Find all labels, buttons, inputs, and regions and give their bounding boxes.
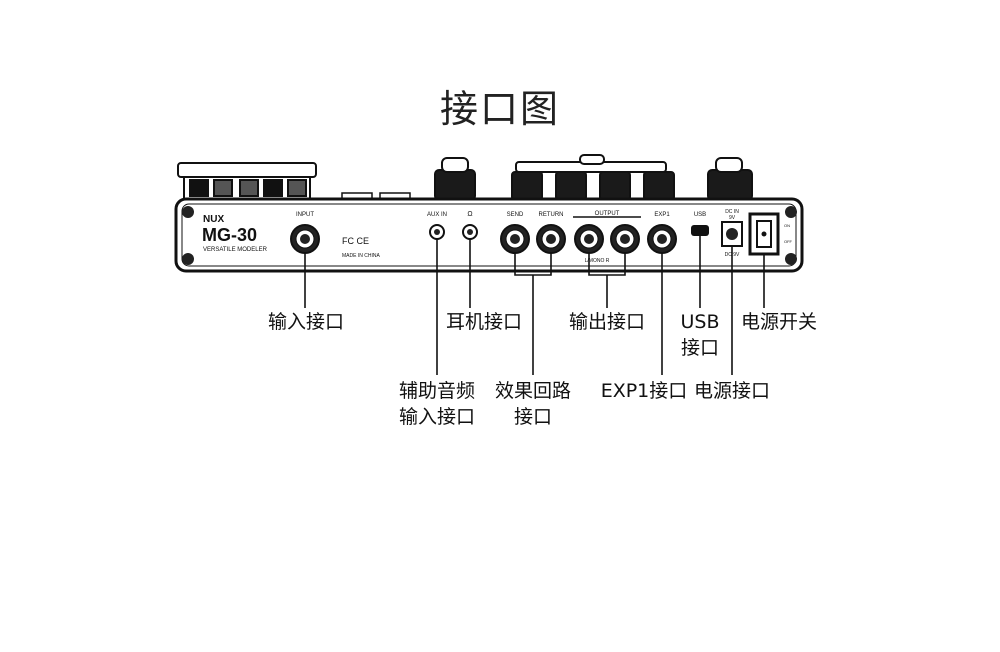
send-jack	[500, 224, 530, 254]
callout-headphone: 耳机接口	[445, 311, 522, 333]
callout-power-switch: 电源开关	[740, 311, 817, 333]
svg-text:OUTPUT: OUTPUT	[595, 211, 620, 217]
svg-text:DC IN: DC IN	[725, 209, 739, 215]
made-in: MADE IN CHINA	[342, 253, 380, 259]
callout-usb-line2: 接口	[680, 337, 719, 359]
output-r-jack	[610, 224, 640, 254]
page-title: 接口图	[439, 87, 560, 131]
callout-aux-line1: 辅助音频	[398, 380, 475, 402]
return-jack	[536, 224, 566, 254]
svg-text:SEND: SEND	[507, 212, 524, 218]
svg-text:9V: 9V	[729, 215, 736, 221]
svg-text:ON: ON	[784, 223, 790, 228]
callout-usb: USB 接口	[672, 309, 728, 361]
expression-pedal-top	[177, 162, 317, 200]
svg-text:AUX IN: AUX IN	[427, 212, 447, 218]
input-jack	[290, 224, 320, 254]
cert-marks: FC CE	[342, 236, 369, 246]
svg-text:RETURN: RETURN	[539, 212, 564, 218]
jacks	[290, 212, 780, 256]
callout-usb-line1: USB	[680, 311, 720, 333]
callout-fx-loop-line1: 效果回路	[494, 380, 571, 402]
aux-in-jack	[429, 224, 445, 240]
svg-text:USB: USB	[694, 212, 706, 218]
callout-aux: 辅助音频 输入接口	[386, 378, 488, 430]
power-switch	[748, 212, 780, 256]
svg-text:L/MONO R: L/MONO R	[585, 258, 610, 264]
model-name: MG-30	[202, 225, 257, 245]
svg-text:INPUT: INPUT	[296, 212, 314, 218]
svg-text:OFF: OFF	[784, 239, 793, 244]
dc-jack	[721, 221, 743, 247]
svg-text:EXP1: EXP1	[654, 212, 670, 218]
panel-body	[174, 197, 804, 273]
panel-text: NUX MG-30 VERSATILE MODELER FC CE MADE I…	[202, 209, 793, 264]
callout-aux-line2: 输入接口	[398, 406, 475, 428]
leader-lines	[304, 236, 765, 375]
brand-logo: NUX	[203, 214, 224, 225]
callout-output: 输出接口	[568, 311, 645, 333]
output-l-jack	[574, 224, 604, 254]
usb-port	[691, 225, 709, 236]
callout-fx-loop-line2: 接口	[513, 406, 552, 428]
model-subtitle: VERSATILE MODELER	[203, 247, 268, 253]
callout-fx-loop: 效果回路 接口	[483, 378, 583, 430]
callout-exp1: EXP1接口	[600, 380, 688, 402]
svg-text:Ω: Ω	[467, 211, 472, 218]
callout-input: 输入接口	[267, 311, 344, 333]
exp1-jack	[647, 224, 677, 254]
phones-jack	[462, 224, 478, 240]
callout-power-jack: 电源接口	[693, 380, 770, 402]
top-knobs	[434, 154, 753, 201]
